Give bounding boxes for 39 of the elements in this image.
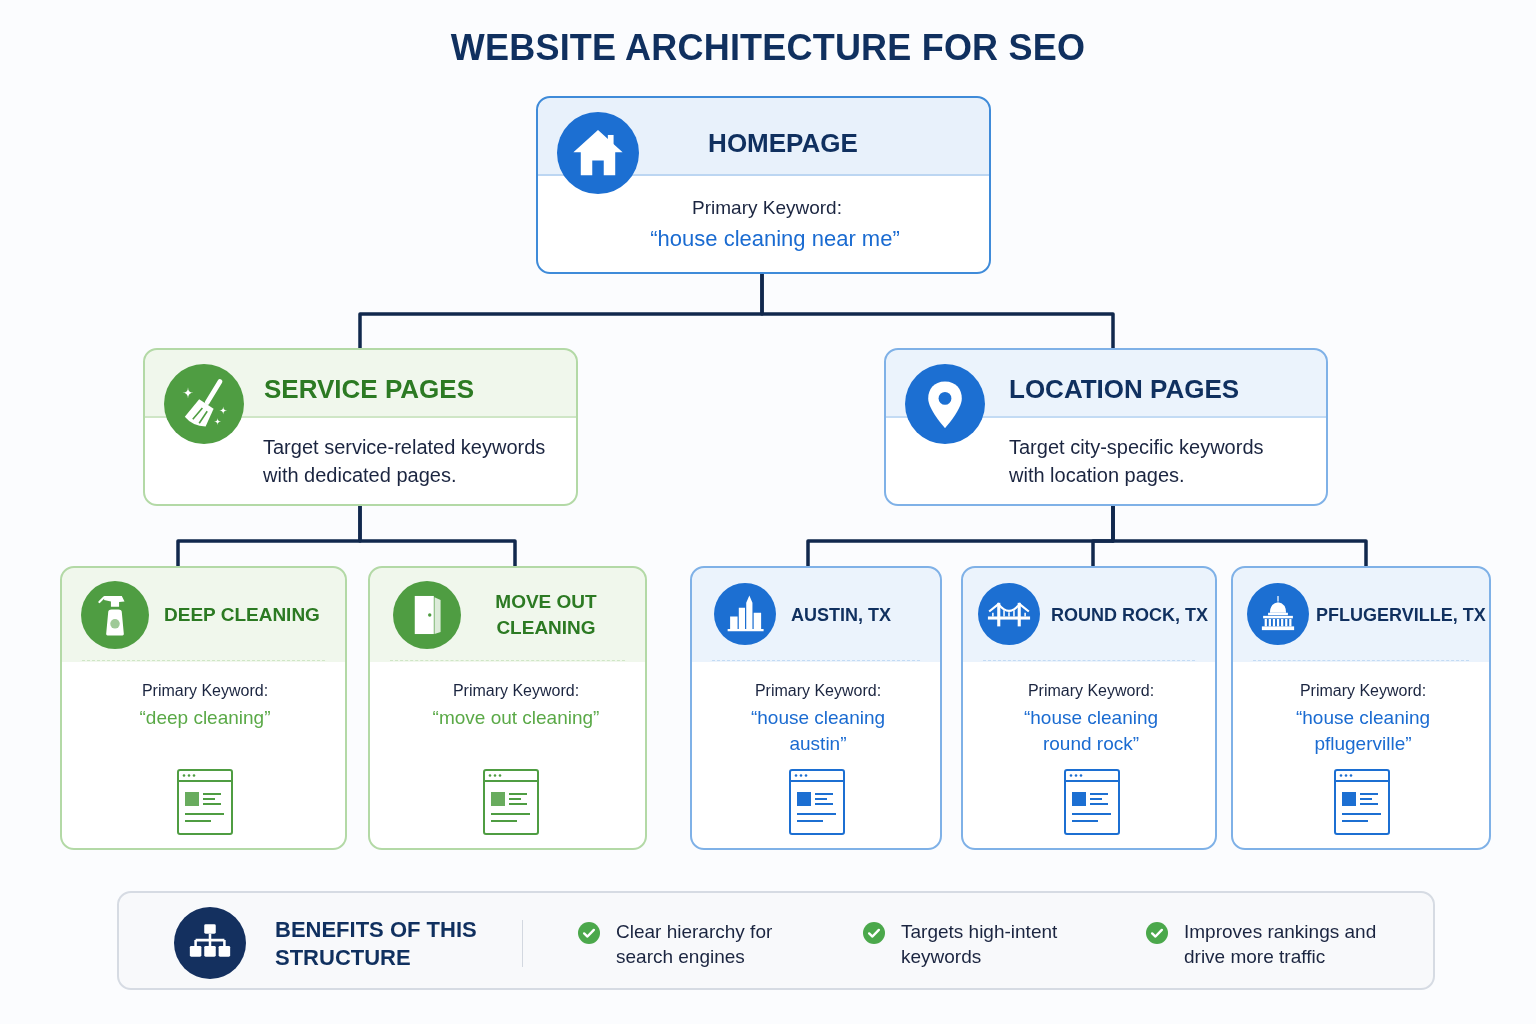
keyword-label: Primary Keyword: [692, 196, 842, 220]
page-card [60, 566, 347, 850]
keyword-text: “house cleaning pflugerville” [1294, 706, 1432, 756]
card-title: ROUND ROCK, TX [1051, 604, 1208, 627]
keyword-label: Primary Keyword: [754, 681, 882, 701]
card-title: HOMEPAGE [708, 127, 858, 159]
section-title: BENEFITS OF THIS STRUCTURE [275, 916, 478, 972]
keyword-text: “house cleaning austin” [749, 706, 887, 756]
keyword-text: “house cleaning round rock” [1022, 706, 1160, 756]
keyword-label: Primary Keyword: [452, 681, 580, 701]
page-card [961, 566, 1217, 850]
card-description: Target service-related keywords with dedicated pages. [263, 435, 547, 488]
card-title: PFLUGERVILLE, TX [1316, 604, 1486, 627]
card-title: DEEP CLEANING [164, 603, 320, 627]
keyword-label: Primary Keyword: [141, 681, 269, 701]
keyword-text: “deep cleaning” [139, 706, 271, 730]
page-card [368, 566, 647, 850]
keyword-text: “move out cleaning” [432, 706, 600, 730]
card-title: MOVE OUT CLEANING [494, 590, 598, 640]
card-title: SERVICE PAGES [264, 373, 474, 405]
card-title: AUSTIN, TX [791, 604, 891, 627]
connector-line [358, 506, 517, 566]
keyword-text: “house cleaning near me” [650, 225, 900, 253]
page-card [143, 348, 578, 506]
benefit-text: Improves rankings and drive more traffic [1184, 920, 1378, 969]
page-card [690, 566, 942, 850]
keyword-label: Primary Keyword: [1299, 681, 1427, 701]
connector-line [1111, 506, 1368, 566]
benefit-text: Targets high-intent keywords [901, 920, 1059, 969]
page-card [536, 96, 991, 274]
card-title: LOCATION PAGES [1009, 373, 1240, 405]
diagram-title: WEBSITE ARCHITECTURE FOR SEO [450, 26, 1086, 70]
summary-panel [117, 891, 1435, 990]
card-description: Target city-specific keywords with location pages. [1009, 435, 1265, 488]
page-card [884, 348, 1328, 506]
connector-line [760, 274, 1115, 348]
benefit-text: Clear hierarchy for search engines [616, 920, 774, 969]
page-card [1231, 566, 1491, 850]
keyword-label: Primary Keyword: [1027, 681, 1155, 701]
